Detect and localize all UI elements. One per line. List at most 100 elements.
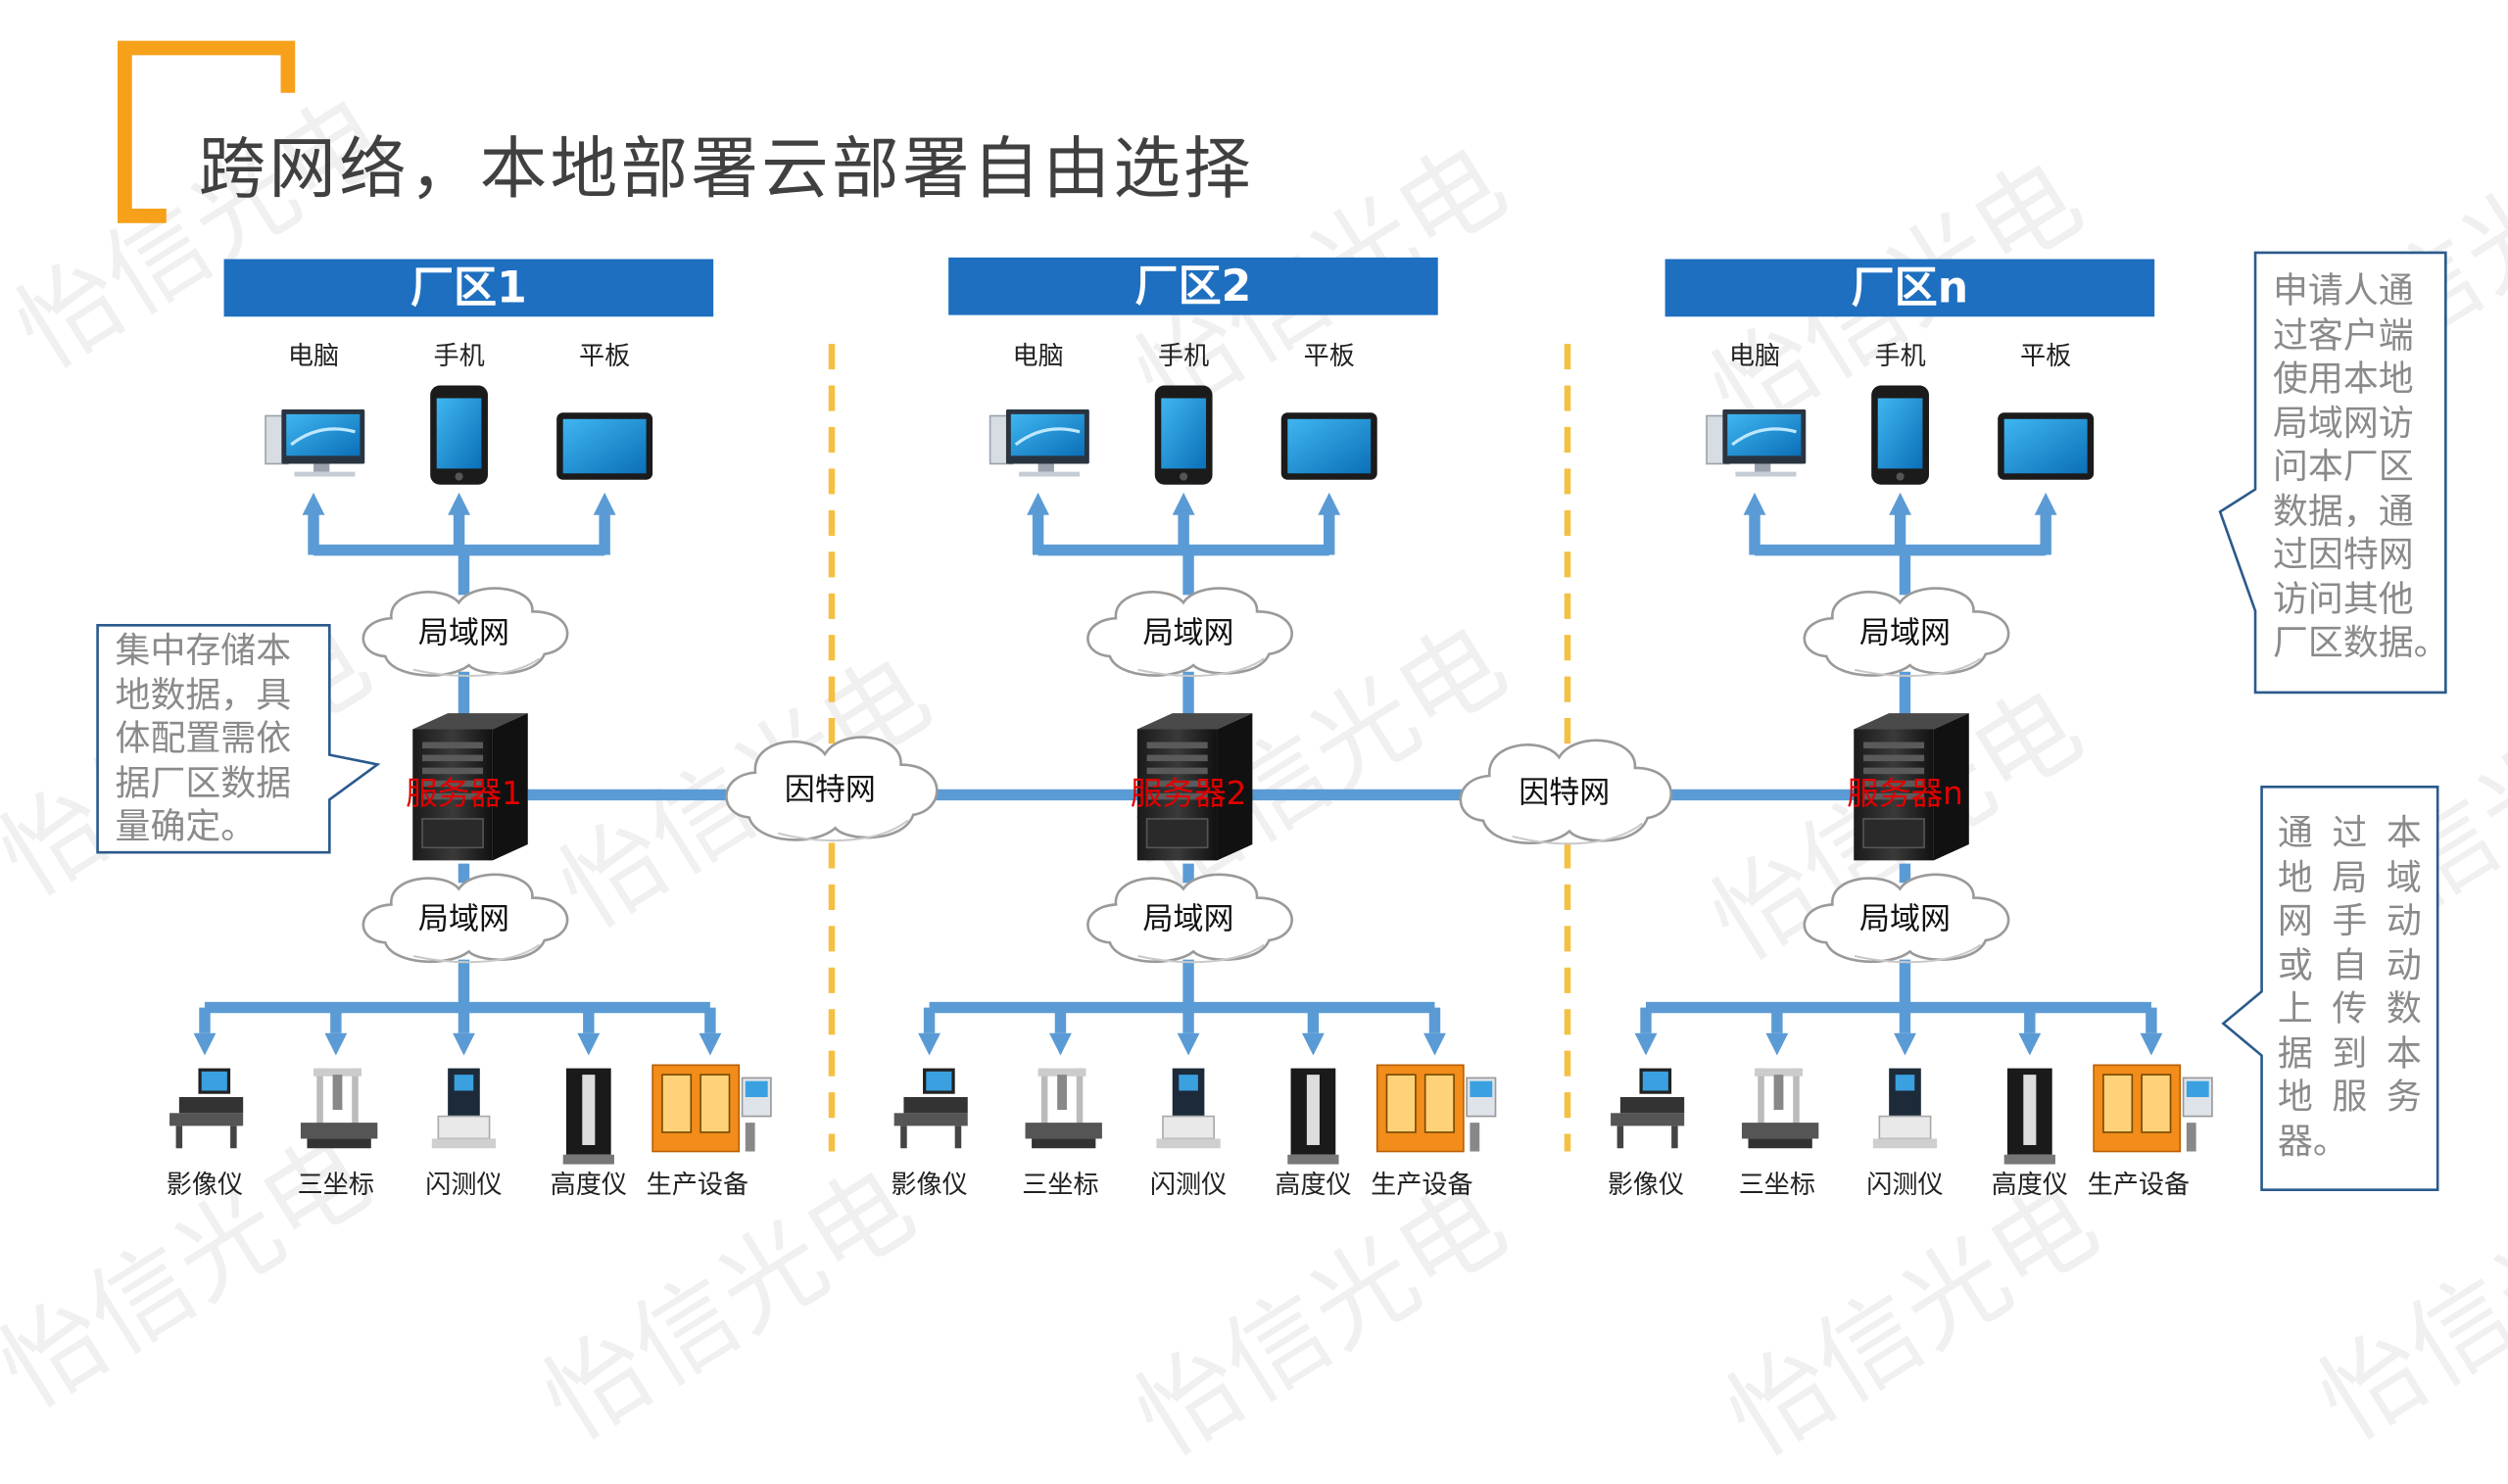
cloud-icon bbox=[1803, 873, 2010, 964]
base bbox=[1872, 1138, 1938, 1149]
tablet-icon bbox=[556, 412, 653, 480]
height-gauge-icon bbox=[2003, 1068, 2055, 1165]
base bbox=[1032, 1138, 1096, 1149]
head bbox=[1619, 1097, 1685, 1114]
phone-screen bbox=[436, 398, 482, 469]
base bbox=[307, 1138, 371, 1149]
note-column: 通地网或上据地器。 bbox=[2277, 812, 2348, 1164]
device-label: 闪测仪 bbox=[1866, 1171, 1943, 1200]
arrow-down-icon bbox=[2018, 1032, 2042, 1056]
cloud-shadow bbox=[1854, 657, 1982, 677]
arrow-up-icon bbox=[302, 492, 325, 515]
note-line: 体配置需依 bbox=[115, 719, 292, 760]
note-char: 地 bbox=[2277, 1077, 2313, 1119]
zone-1: 厂区1电脑手机平板服务器1影像仪三坐标闪测仪高度仪生产设备 bbox=[167, 259, 772, 1200]
note-char: 传 bbox=[2332, 989, 2368, 1030]
cloud-label: 局域网 bbox=[1143, 902, 1234, 937]
note-line: 过客户端 bbox=[2273, 315, 2414, 357]
client-label: 手机 bbox=[1874, 342, 1925, 371]
screen-glass bbox=[926, 1071, 952, 1091]
table bbox=[893, 1113, 968, 1126]
internet-cloud: 因特网 bbox=[1459, 739, 1672, 845]
probe bbox=[332, 1075, 343, 1111]
device-label: 影像仪 bbox=[167, 1171, 243, 1200]
client-label: 手机 bbox=[433, 342, 484, 371]
lens bbox=[1179, 1075, 1198, 1091]
phone-icon bbox=[1871, 385, 1929, 485]
table bbox=[1611, 1113, 1685, 1126]
lens bbox=[1895, 1075, 1915, 1091]
server-icon bbox=[1854, 713, 1969, 861]
arrow-down-icon bbox=[1177, 1032, 1200, 1056]
note-line: 问本厂区 bbox=[2273, 448, 2414, 488]
device-label: 三坐标 bbox=[298, 1171, 374, 1200]
monitor-screen bbox=[1727, 413, 1802, 456]
lan-cloud-upper: 局域网 bbox=[362, 587, 569, 677]
base bbox=[1156, 1138, 1221, 1149]
cloud-label: 局域网 bbox=[1859, 615, 1951, 650]
cmm-icon bbox=[300, 1068, 378, 1149]
note-line: 访问其他 bbox=[2273, 579, 2414, 620]
arrow-up-icon bbox=[2034, 492, 2057, 515]
tablet-screen bbox=[1287, 418, 1372, 474]
lens bbox=[454, 1075, 474, 1091]
cloud-icon bbox=[1086, 873, 1293, 964]
flash-meter-icon bbox=[431, 1068, 497, 1149]
server-side bbox=[1933, 713, 1969, 861]
internet-cloud: 因特网 bbox=[725, 736, 939, 841]
arrow-down-icon bbox=[453, 1032, 475, 1056]
note-char: 本 bbox=[2386, 1033, 2422, 1075]
server-slot bbox=[1863, 767, 1925, 775]
lan-cloud-upper: 局域网 bbox=[1086, 587, 1293, 677]
table bbox=[169, 1113, 244, 1126]
server-top bbox=[1136, 713, 1253, 730]
base bbox=[1748, 1138, 1812, 1149]
server-slot bbox=[1863, 742, 1925, 749]
note-line: 厂区数据。 bbox=[2273, 623, 2449, 664]
client-label: 电脑 bbox=[288, 342, 339, 371]
device-label: 三坐标 bbox=[1739, 1171, 1815, 1200]
cloud-icon bbox=[1086, 587, 1293, 677]
base bbox=[1287, 1154, 1339, 1165]
cloud-label: 局域网 bbox=[418, 902, 509, 937]
title-bracket bbox=[118, 40, 296, 223]
server-label: 服务器n bbox=[1847, 775, 1963, 812]
note-char: 域 bbox=[2386, 857, 2422, 898]
server-grille bbox=[1145, 818, 1209, 849]
granite bbox=[300, 1123, 378, 1139]
arrow-down-icon bbox=[1049, 1032, 1072, 1056]
leg bbox=[900, 1125, 907, 1149]
panel-screen bbox=[745, 1080, 768, 1097]
screen-swoosh bbox=[290, 427, 356, 447]
cloud-shadow bbox=[412, 943, 541, 964]
server-side bbox=[1217, 713, 1253, 861]
granite bbox=[1741, 1123, 1819, 1139]
device-label: 高度仪 bbox=[1275, 1171, 1351, 1200]
note-char: 动 bbox=[2386, 945, 2422, 986]
server-slot bbox=[1863, 780, 1925, 788]
column bbox=[1040, 1068, 1048, 1126]
client-label: 平板 bbox=[1304, 342, 1355, 371]
client-label: 平板 bbox=[2020, 342, 2071, 371]
screen-glass bbox=[201, 1071, 227, 1091]
tablet-screen bbox=[2003, 418, 2088, 474]
server-label: 服务器2 bbox=[1131, 775, 1247, 812]
note-char: 通 bbox=[2277, 814, 2313, 854]
server-side bbox=[492, 713, 528, 861]
cloud-label: 局域网 bbox=[1143, 615, 1234, 650]
flash-meter-icon bbox=[1156, 1068, 1221, 1149]
stage bbox=[1878, 1115, 1932, 1140]
note-char: 器。 bbox=[2277, 1122, 2348, 1163]
client-label: 平板 bbox=[579, 342, 630, 371]
client-label: 电脑 bbox=[1729, 342, 1780, 371]
arrow-down-icon bbox=[193, 1032, 217, 1056]
keyboard bbox=[1735, 471, 1797, 477]
server-slot bbox=[1863, 792, 1925, 800]
note-char: 到 bbox=[2332, 1033, 2368, 1075]
height-gauge-icon bbox=[1287, 1068, 1339, 1165]
probe bbox=[1057, 1075, 1067, 1111]
tablet-screen bbox=[562, 418, 647, 474]
cloud-icon bbox=[362, 587, 569, 677]
note-char: 数 bbox=[2386, 989, 2422, 1030]
computer-icon bbox=[1706, 408, 1807, 477]
